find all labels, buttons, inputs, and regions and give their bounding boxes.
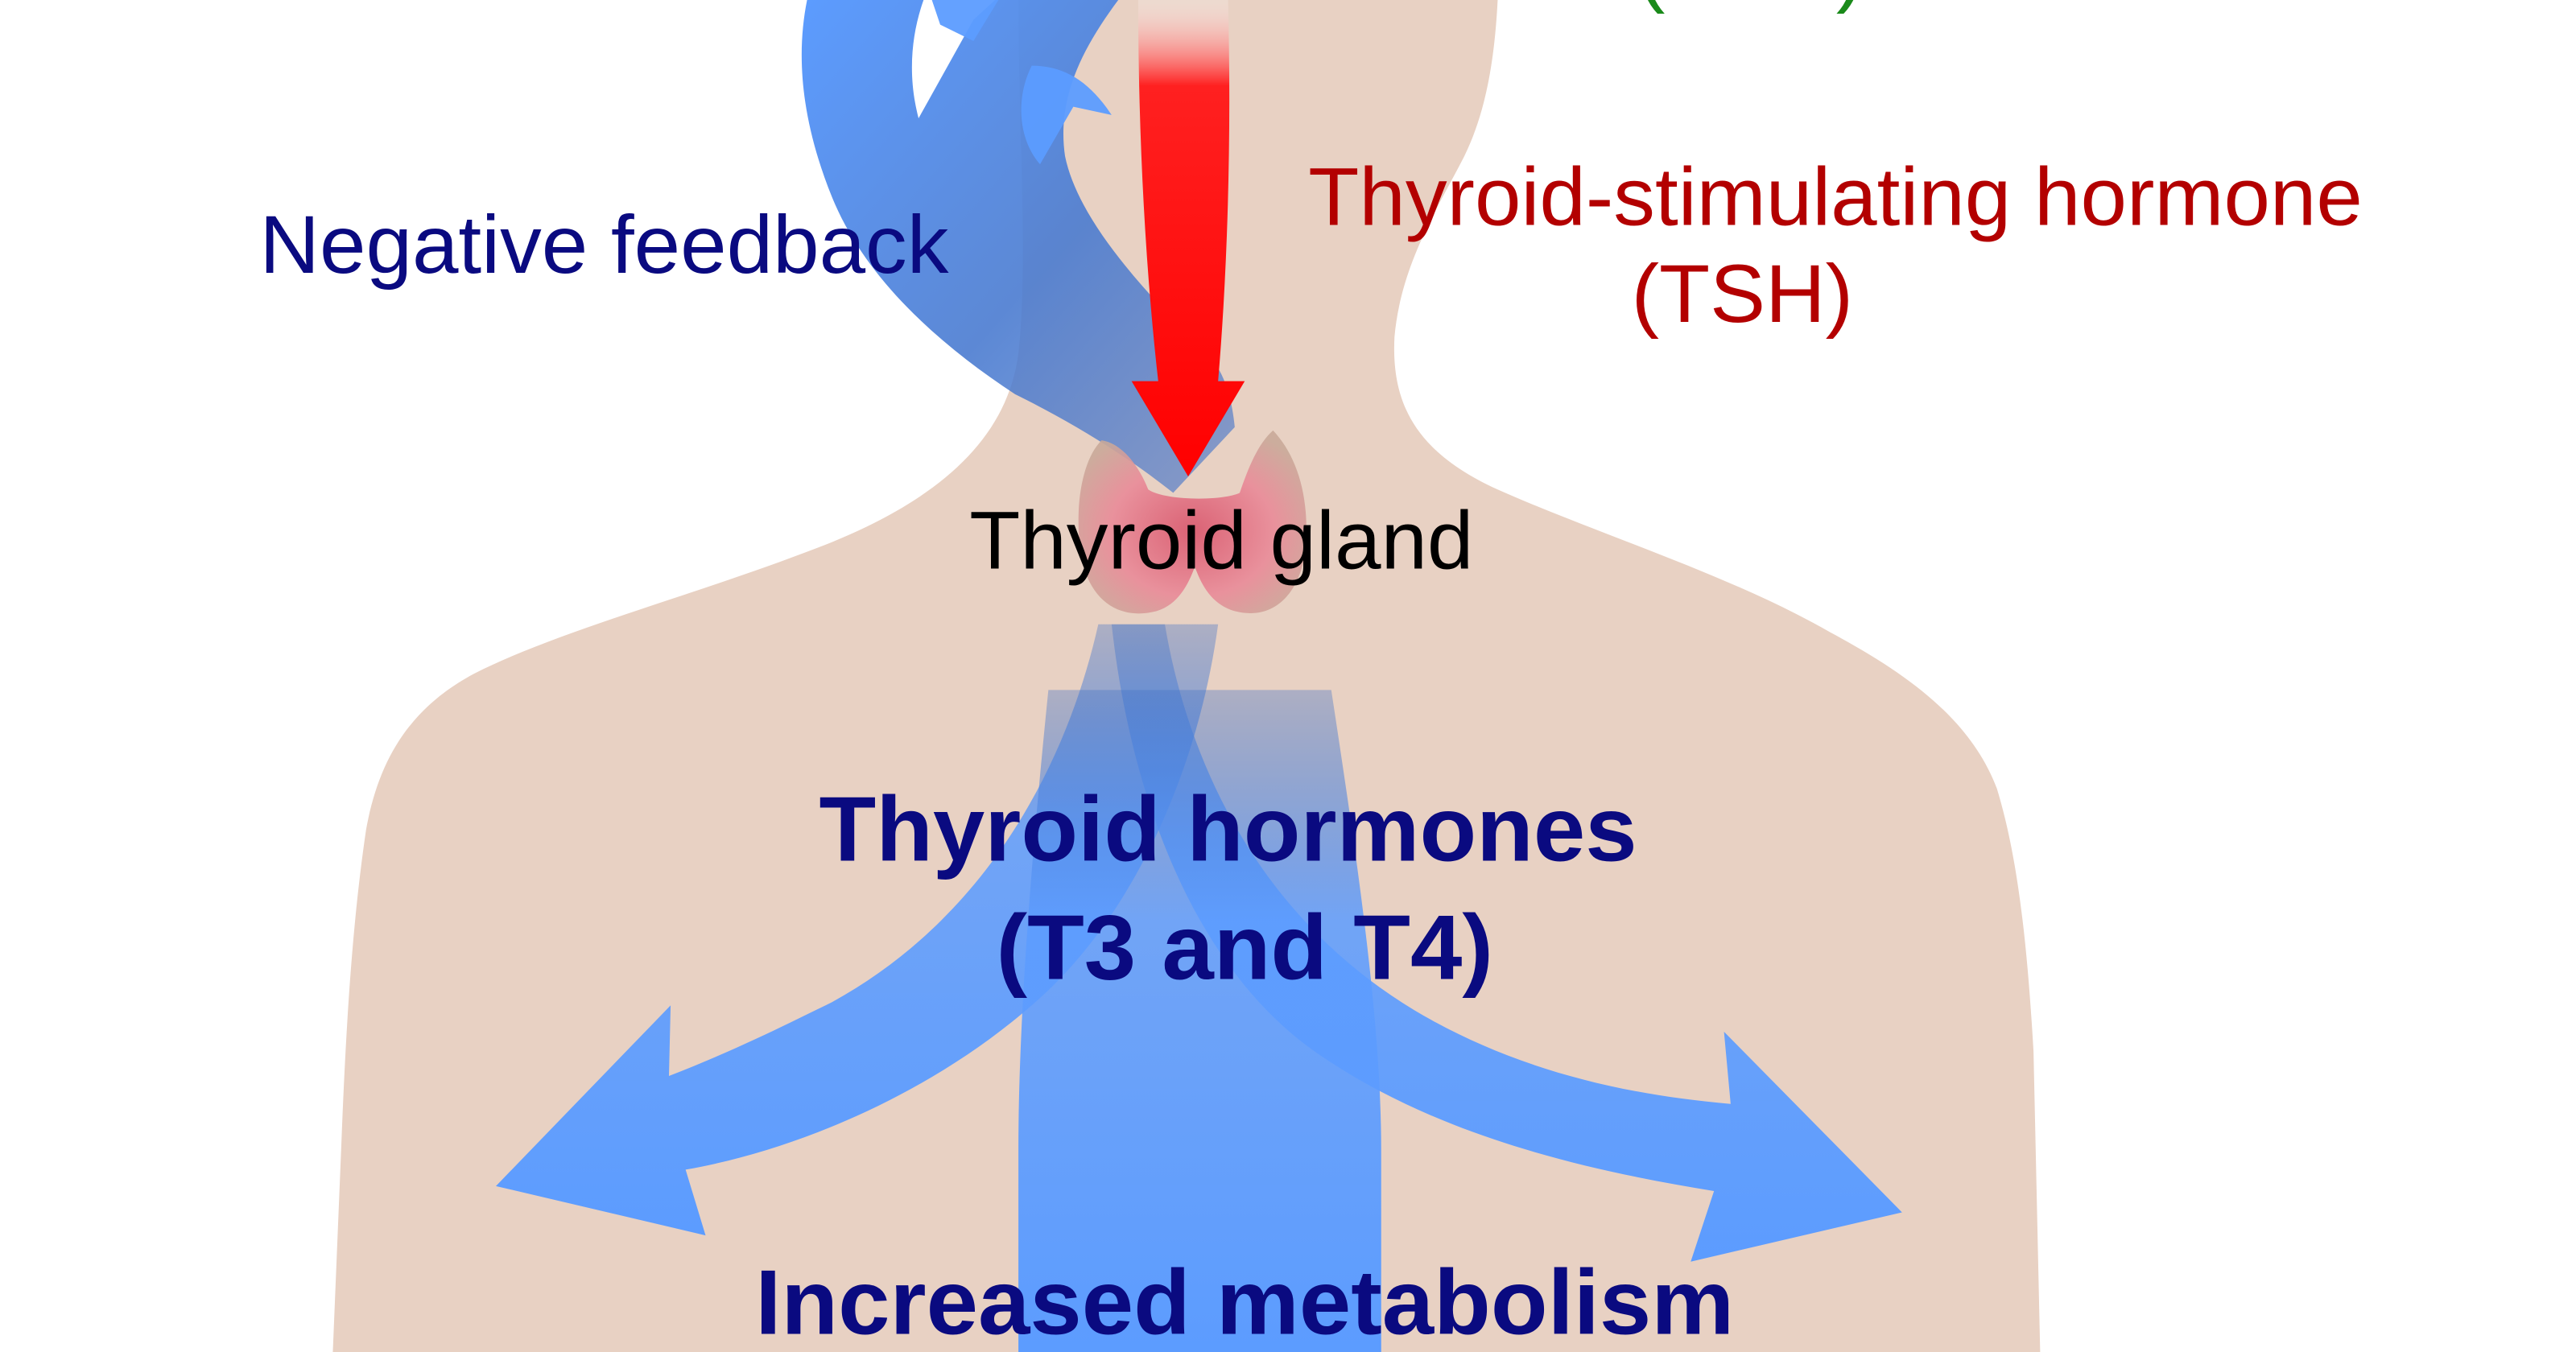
thyroid-hormones-label-line1: Thyroid hormones	[819, 778, 1637, 880]
hormone-output-arrows	[496, 624, 1902, 1352]
thyroid-gland-icon	[1078, 430, 1307, 614]
feedback-swirl-icon	[931, 0, 1112, 165]
tsh-label-line1: Thyroid-stimulating hormone	[1308, 150, 2363, 242]
thyroid-gland-label: Thyroid gland	[969, 494, 1473, 586]
left-output-arrow-icon	[496, 624, 1219, 1236]
increased-metabolism-label: Increased metabolism	[755, 1251, 1734, 1352]
tsh-arrow-icon	[1131, 0, 1245, 476]
trh-label: (TRH)	[1637, 0, 1864, 14]
thyroid-hormones-label-line2: (T3 and T4)	[997, 897, 1493, 999]
negative-feedback-label: Negative feedback	[259, 198, 949, 290]
center-output-arrow-icon	[1018, 690, 1381, 1352]
tsh-label-line2: (TSH)	[1632, 248, 1854, 340]
right-output-arrow-icon	[1111, 624, 1902, 1262]
negative-feedback-arrow-icon	[801, 0, 1235, 493]
